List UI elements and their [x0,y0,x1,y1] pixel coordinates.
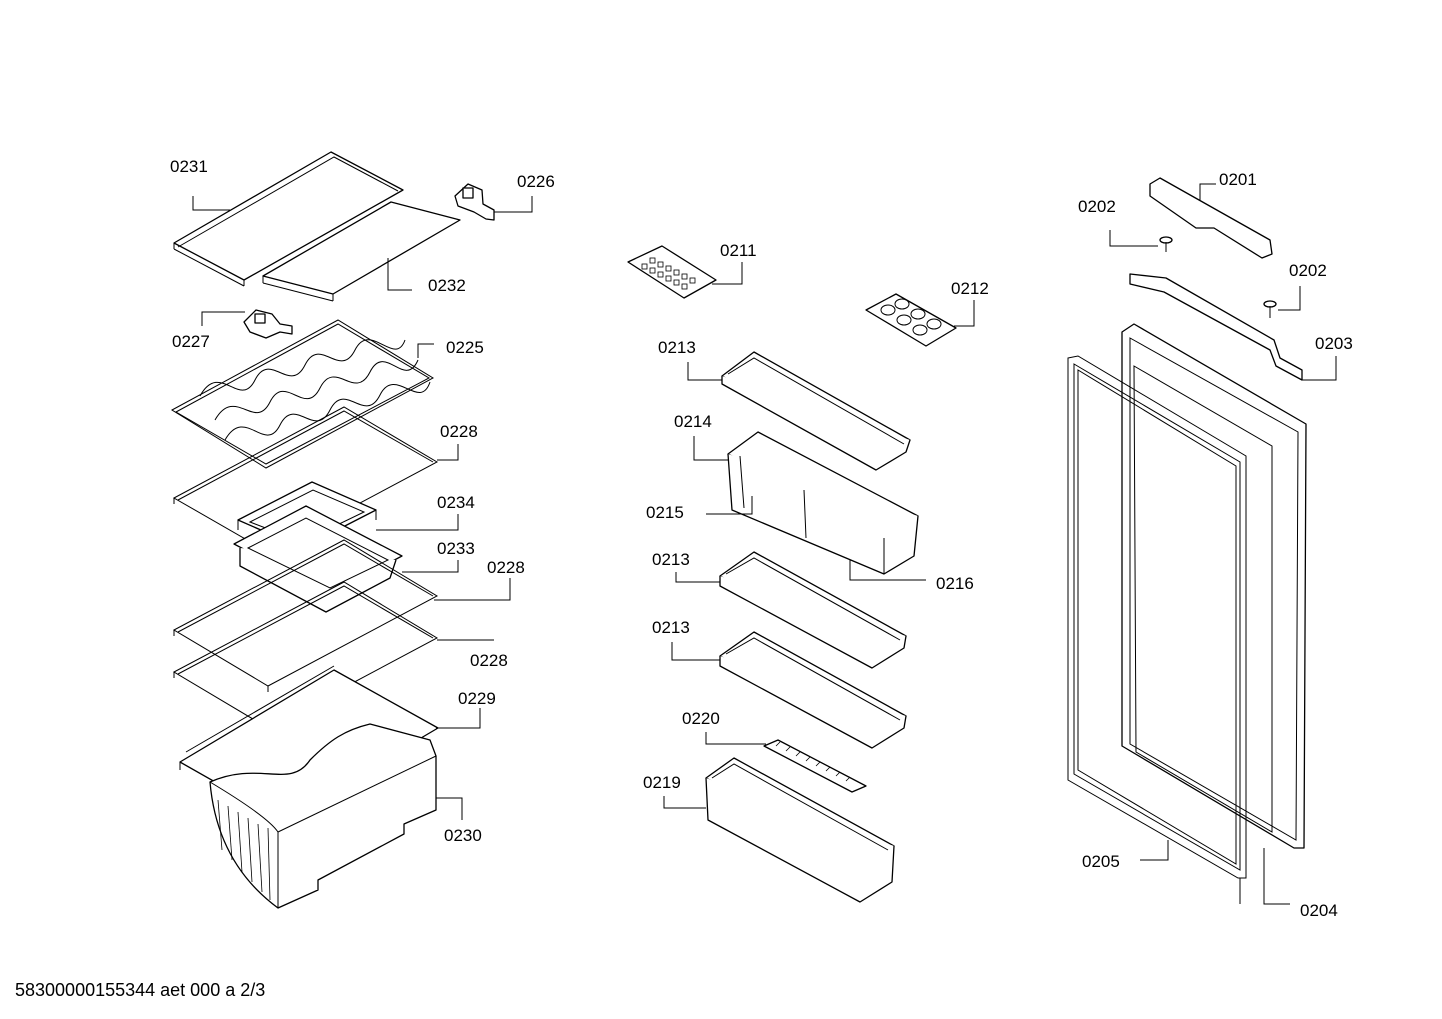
label-0234: 0234 [437,493,475,512]
part-0228-glass-shelf-b [172,539,439,692]
label-0219: 0219 [643,773,681,792]
part-0201-cover-strip [1149,177,1273,259]
label-0233: 0233 [437,539,475,558]
label-0203: 0203 [1315,334,1353,353]
label-0228-a: 0228 [440,422,478,441]
part-0211-ice-tray [627,245,717,299]
label-0201: 0201 [1219,170,1257,189]
label-0228-b: 0228 [487,558,525,577]
label-0227: 0227 [172,332,210,351]
label-0202-a: 0202 [1078,197,1116,216]
document-reference-footer: 58300000155344 aet 000 a 2/3 [15,980,266,1000]
part-0228-glass-shelf-a [172,406,439,558]
label-0212: 0212 [951,279,989,298]
label-0211: 0211 [720,241,757,260]
part-0205-door-gasket [1067,355,1247,879]
label-0204: 0204 [1300,901,1338,920]
part-0215-covered-door-bin [727,431,919,575]
part-0226-shelf-clip [454,183,495,221]
part-0232-rear-shelf [262,201,461,302]
left-leader-lines [192,196,533,820]
label-0226: 0226 [517,172,555,191]
part-0202-screw-b [1263,300,1277,318]
label-0215: 0215 [646,503,684,522]
label-0230: 0230 [444,826,482,845]
label-0228-c: 0228 [470,651,508,670]
part-0212-egg-tray [865,293,957,347]
label-0216: 0216 [936,574,974,593]
right-leader-lines [1109,183,1337,905]
part-0231-glass-shelf [173,151,404,287]
part-0213-door-bin-b [719,551,907,669]
part-0219-bottle-bin [705,757,895,903]
part-0213-door-bin-a [721,351,911,471]
part-0220-bottle-divider [763,739,867,793]
middle-leader-lines [663,262,975,809]
part-0213-door-bin-c [719,631,907,749]
part-0230-vegetable-drawer [209,723,437,909]
part-0204-door-panel [1121,323,1307,849]
part-0203-hinge-bracket [1129,273,1303,381]
label-0202-b: 0202 [1289,261,1327,280]
part-0202-screw-a [1159,236,1173,252]
label-0214: 0214 [674,412,712,431]
label-0232: 0232 [428,276,466,295]
middle-assembly-group: 0211 0212 0213 0214 0215 0216 0213 0213 … [627,241,989,903]
label-0213-a: 0213 [658,338,696,357]
label-0213-b: 0213 [652,550,690,569]
part-0225-wine-rack [171,319,435,469]
right-assembly-group: 0201 0202 0202 0203 0205 0204 [1067,170,1353,920]
label-0229: 0229 [458,689,496,708]
label-0205: 0205 [1082,852,1120,871]
label-0225: 0225 [446,338,484,357]
part-0227-shelf-clip [243,309,293,339]
label-0231: 0231 [170,157,208,176]
left-assembly-group: 0231 0226 0232 0227 0225 0228 0234 0233 … [170,151,555,909]
label-0213-c: 0213 [652,618,690,637]
label-0220: 0220 [682,709,720,728]
